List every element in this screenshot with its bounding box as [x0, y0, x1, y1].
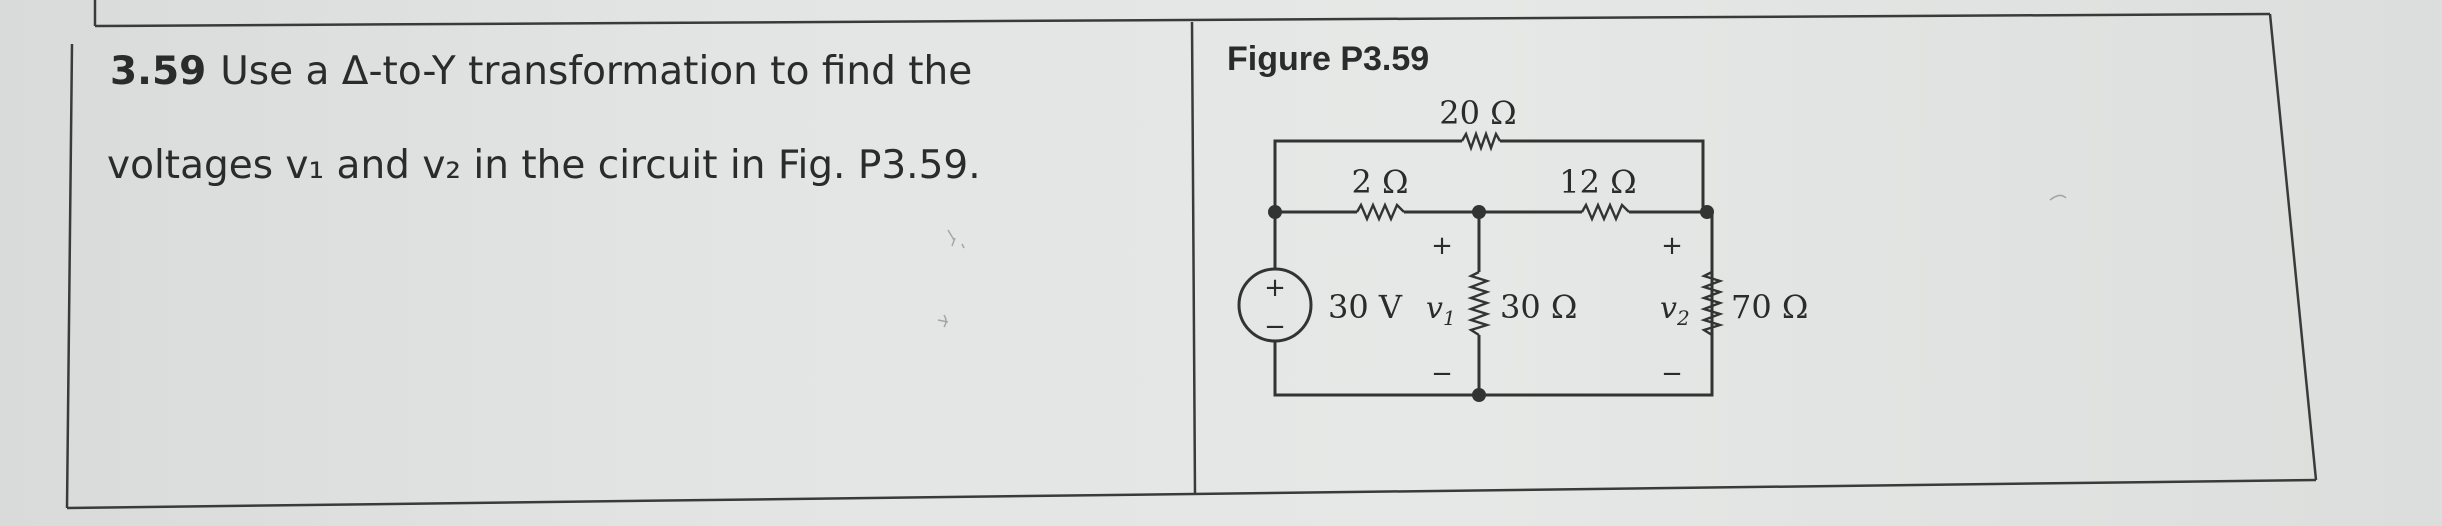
voltage-source	[1237, 267, 1313, 343]
node-left	[1268, 205, 1282, 219]
node-right	[1700, 205, 1714, 219]
label-2-ohm: 2 Ω	[1351, 163, 1408, 201]
resistor-70-ohm	[1700, 270, 1725, 337]
resistor-20-ohm	[1460, 130, 1502, 152]
source-minus-sign: −	[1264, 312, 1286, 342]
label-12-ohm: 12 Ω	[1559, 163, 1636, 201]
v2-minus-sign: −	[1661, 359, 1683, 389]
resistor-12-ohm	[1580, 201, 1630, 223]
resistor-30-ohm	[1467, 270, 1492, 337]
v2-plus-sign: +	[1661, 231, 1683, 261]
problem-line-2: voltages v₁ and v₂ in the circuit in Fig…	[107, 143, 981, 188]
label-v2: v2	[1660, 291, 1690, 330]
label-30-volt: 30 V	[1328, 288, 1403, 326]
figure-title: Figure P3.59	[1227, 40, 1429, 78]
label-v1: v1	[1426, 291, 1456, 330]
circuit-diagram: + − 20 Ω 2 Ω 12 Ω 30 V 30 Ω 70 Ω + v1 − …	[1237, 94, 1808, 402]
problem-statement: 3.59 Use a Δ-to-Y transformation to find …	[107, 49, 981, 188]
label-30-ohm: 30 Ω	[1500, 288, 1577, 326]
node-bottom	[1472, 388, 1486, 402]
v1-plus-sign: +	[1431, 231, 1453, 261]
label-70-ohm: 70 Ω	[1731, 288, 1808, 326]
resistor-2-ohm	[1355, 201, 1405, 223]
pencil-marks	[937, 194, 2067, 328]
table-frame	[65, 0, 2318, 510]
problem-number: 3.59	[110, 49, 206, 94]
node-middle	[1472, 205, 1486, 219]
v1-minus-sign: −	[1431, 359, 1453, 389]
label-20-ohm: 20 Ω	[1439, 94, 1516, 132]
source-plus-sign: +	[1264, 273, 1286, 303]
problem-line-1: Use a Δ-to-Y transformation to find the	[220, 49, 972, 94]
